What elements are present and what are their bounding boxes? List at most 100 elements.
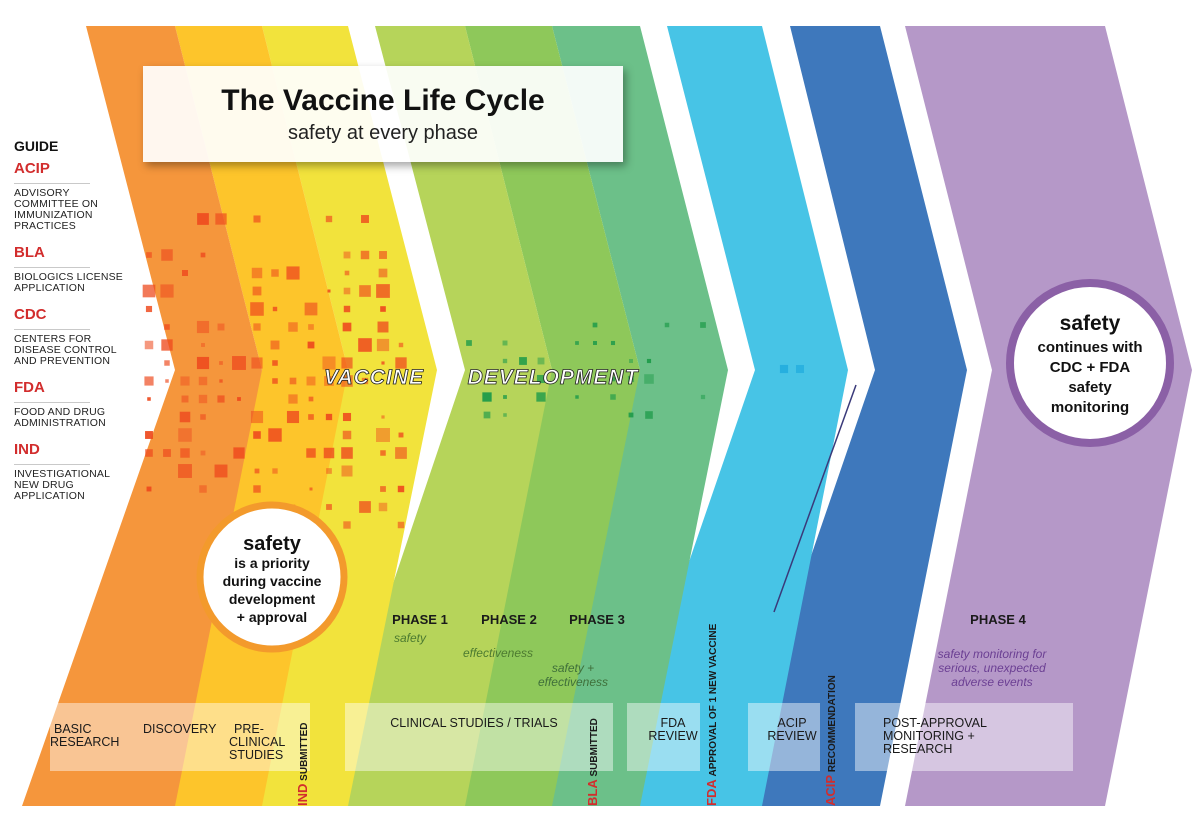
decor-square — [610, 394, 616, 400]
stage-discovery: DISCOVERY — [143, 722, 217, 736]
decor-square — [341, 465, 353, 477]
decor-square — [482, 392, 492, 402]
guide-line: BIOLOGICS LICENSE — [14, 271, 124, 283]
decor-square — [341, 357, 353, 369]
milestone-bla-text: SUBMITTED — [589, 718, 600, 776]
decor-square — [359, 501, 371, 513]
decor-square — [380, 486, 386, 492]
decor-square — [361, 377, 369, 385]
decor-square — [395, 357, 407, 369]
decor-square — [253, 323, 261, 331]
decor-square — [322, 356, 336, 370]
phase-3-label: PHASE 3 — [569, 612, 625, 627]
decor-square — [376, 284, 390, 298]
decor-square — [215, 213, 227, 225]
stage-acip-review-line-1: ACIP — [777, 716, 806, 730]
decor-square — [178, 464, 192, 478]
decor-square — [395, 447, 407, 459]
decor-square — [164, 324, 170, 330]
guide-abbr: FDA — [14, 379, 90, 403]
band-phase-1 — [318, 26, 552, 806]
guide-line: PRACTICES — [14, 220, 76, 232]
decor-square — [250, 302, 264, 316]
phase-3-note-line-1: safety + — [552, 661, 594, 675]
safety-priority-line-4: + approval — [237, 609, 307, 625]
stage-strip — [50, 703, 1073, 771]
decor-square — [592, 322, 598, 328]
decor-square — [232, 356, 246, 370]
decor-square — [575, 395, 579, 399]
decor-square — [253, 431, 261, 439]
safety-continues-badge: safety continues with CDC + FDA safety m… — [1006, 279, 1174, 447]
stage-box-acip-review — [748, 703, 820, 771]
decor-square — [380, 450, 386, 456]
decor-square — [200, 414, 206, 420]
decor-square — [503, 413, 507, 417]
decor-square — [250, 410, 264, 424]
decor-square — [252, 286, 262, 296]
decor-square — [251, 267, 263, 279]
decor-square — [344, 270, 350, 276]
decor-square — [144, 376, 154, 386]
guide-definition: FOOD AND DRUG ADMINISTRATION — [14, 407, 154, 429]
decor-square — [627, 375, 635, 383]
decor-square — [271, 269, 279, 277]
decor-square — [270, 340, 280, 350]
decor-square — [593, 341, 597, 345]
milestone-acip-abbr: ACIP — [823, 775, 838, 806]
decor-square — [324, 376, 334, 386]
decor-square — [288, 394, 298, 404]
decor-square — [536, 374, 546, 384]
decor-square — [308, 396, 314, 402]
decor-square — [795, 364, 805, 374]
safety-continues-line-1: continues with — [1038, 339, 1143, 356]
decor-square — [178, 428, 192, 442]
decor-square — [306, 448, 316, 458]
decor-square — [308, 324, 314, 330]
decor-square — [145, 431, 153, 439]
milestone-ind-submitted: IND SUBMITTED — [295, 722, 310, 806]
guide-item-bla: BLA BIOLOGICS LICENSE APPLICATION — [14, 244, 154, 294]
guide-item-ind: IND INVESTIGATIONAL NEW DRUG APPLICATION — [14, 441, 154, 502]
decor-square — [165, 379, 169, 383]
decor-square — [502, 340, 508, 346]
band-fda-review — [605, 26, 848, 806]
decor-square — [575, 341, 579, 345]
decor-square — [342, 322, 352, 332]
guide-item-fda: FDA FOOD AND DRUG ADMINISTRATION — [14, 379, 154, 429]
decor-square — [628, 412, 634, 418]
phase-3-note-line-2: effectiveness — [538, 675, 608, 689]
guide-line: APPLICATION — [14, 282, 85, 294]
decor-square — [251, 357, 263, 369]
decor-square — [397, 485, 405, 493]
guide-line: COMMITTEE ON — [14, 198, 99, 210]
decor-square — [196, 320, 210, 334]
safety-continues-line-2: CDC + FDA — [1050, 359, 1131, 376]
banner-word-vaccine: VACCINE — [324, 366, 424, 389]
milestone-bla-abbr: BLA — [585, 779, 600, 806]
decor-square — [610, 340, 616, 346]
band-pre-clinical — [232, 26, 437, 806]
decor-square — [342, 412, 352, 422]
decor-square — [327, 289, 331, 293]
decor-square — [201, 343, 205, 347]
decor-square — [646, 358, 652, 364]
guide-abbr: CDC — [14, 306, 90, 330]
stage-pre-clinical-line-3: STUDIES — [229, 748, 283, 762]
decor-square — [196, 356, 210, 370]
milestone-ind-abbr: IND — [295, 784, 310, 806]
decor-square — [219, 361, 223, 365]
band-acip-review — [725, 26, 967, 806]
decor-square — [537, 357, 545, 365]
stage-box-fda-review — [627, 703, 700, 771]
decor-square — [610, 376, 616, 382]
phase-4-note-line-2: serious, unexpected — [938, 661, 1046, 675]
decor-square — [342, 430, 352, 440]
decor-square — [146, 486, 152, 492]
decor-square — [325, 215, 333, 223]
guide-item-acip: ACIP ADVISORY COMMITTEE ON IMMUNIZATION … — [14, 160, 154, 232]
decor-square — [145, 449, 153, 457]
approval-line — [773, 384, 857, 613]
decor-square — [161, 339, 173, 351]
safety-priority-line-2: during vaccine — [223, 573, 322, 589]
